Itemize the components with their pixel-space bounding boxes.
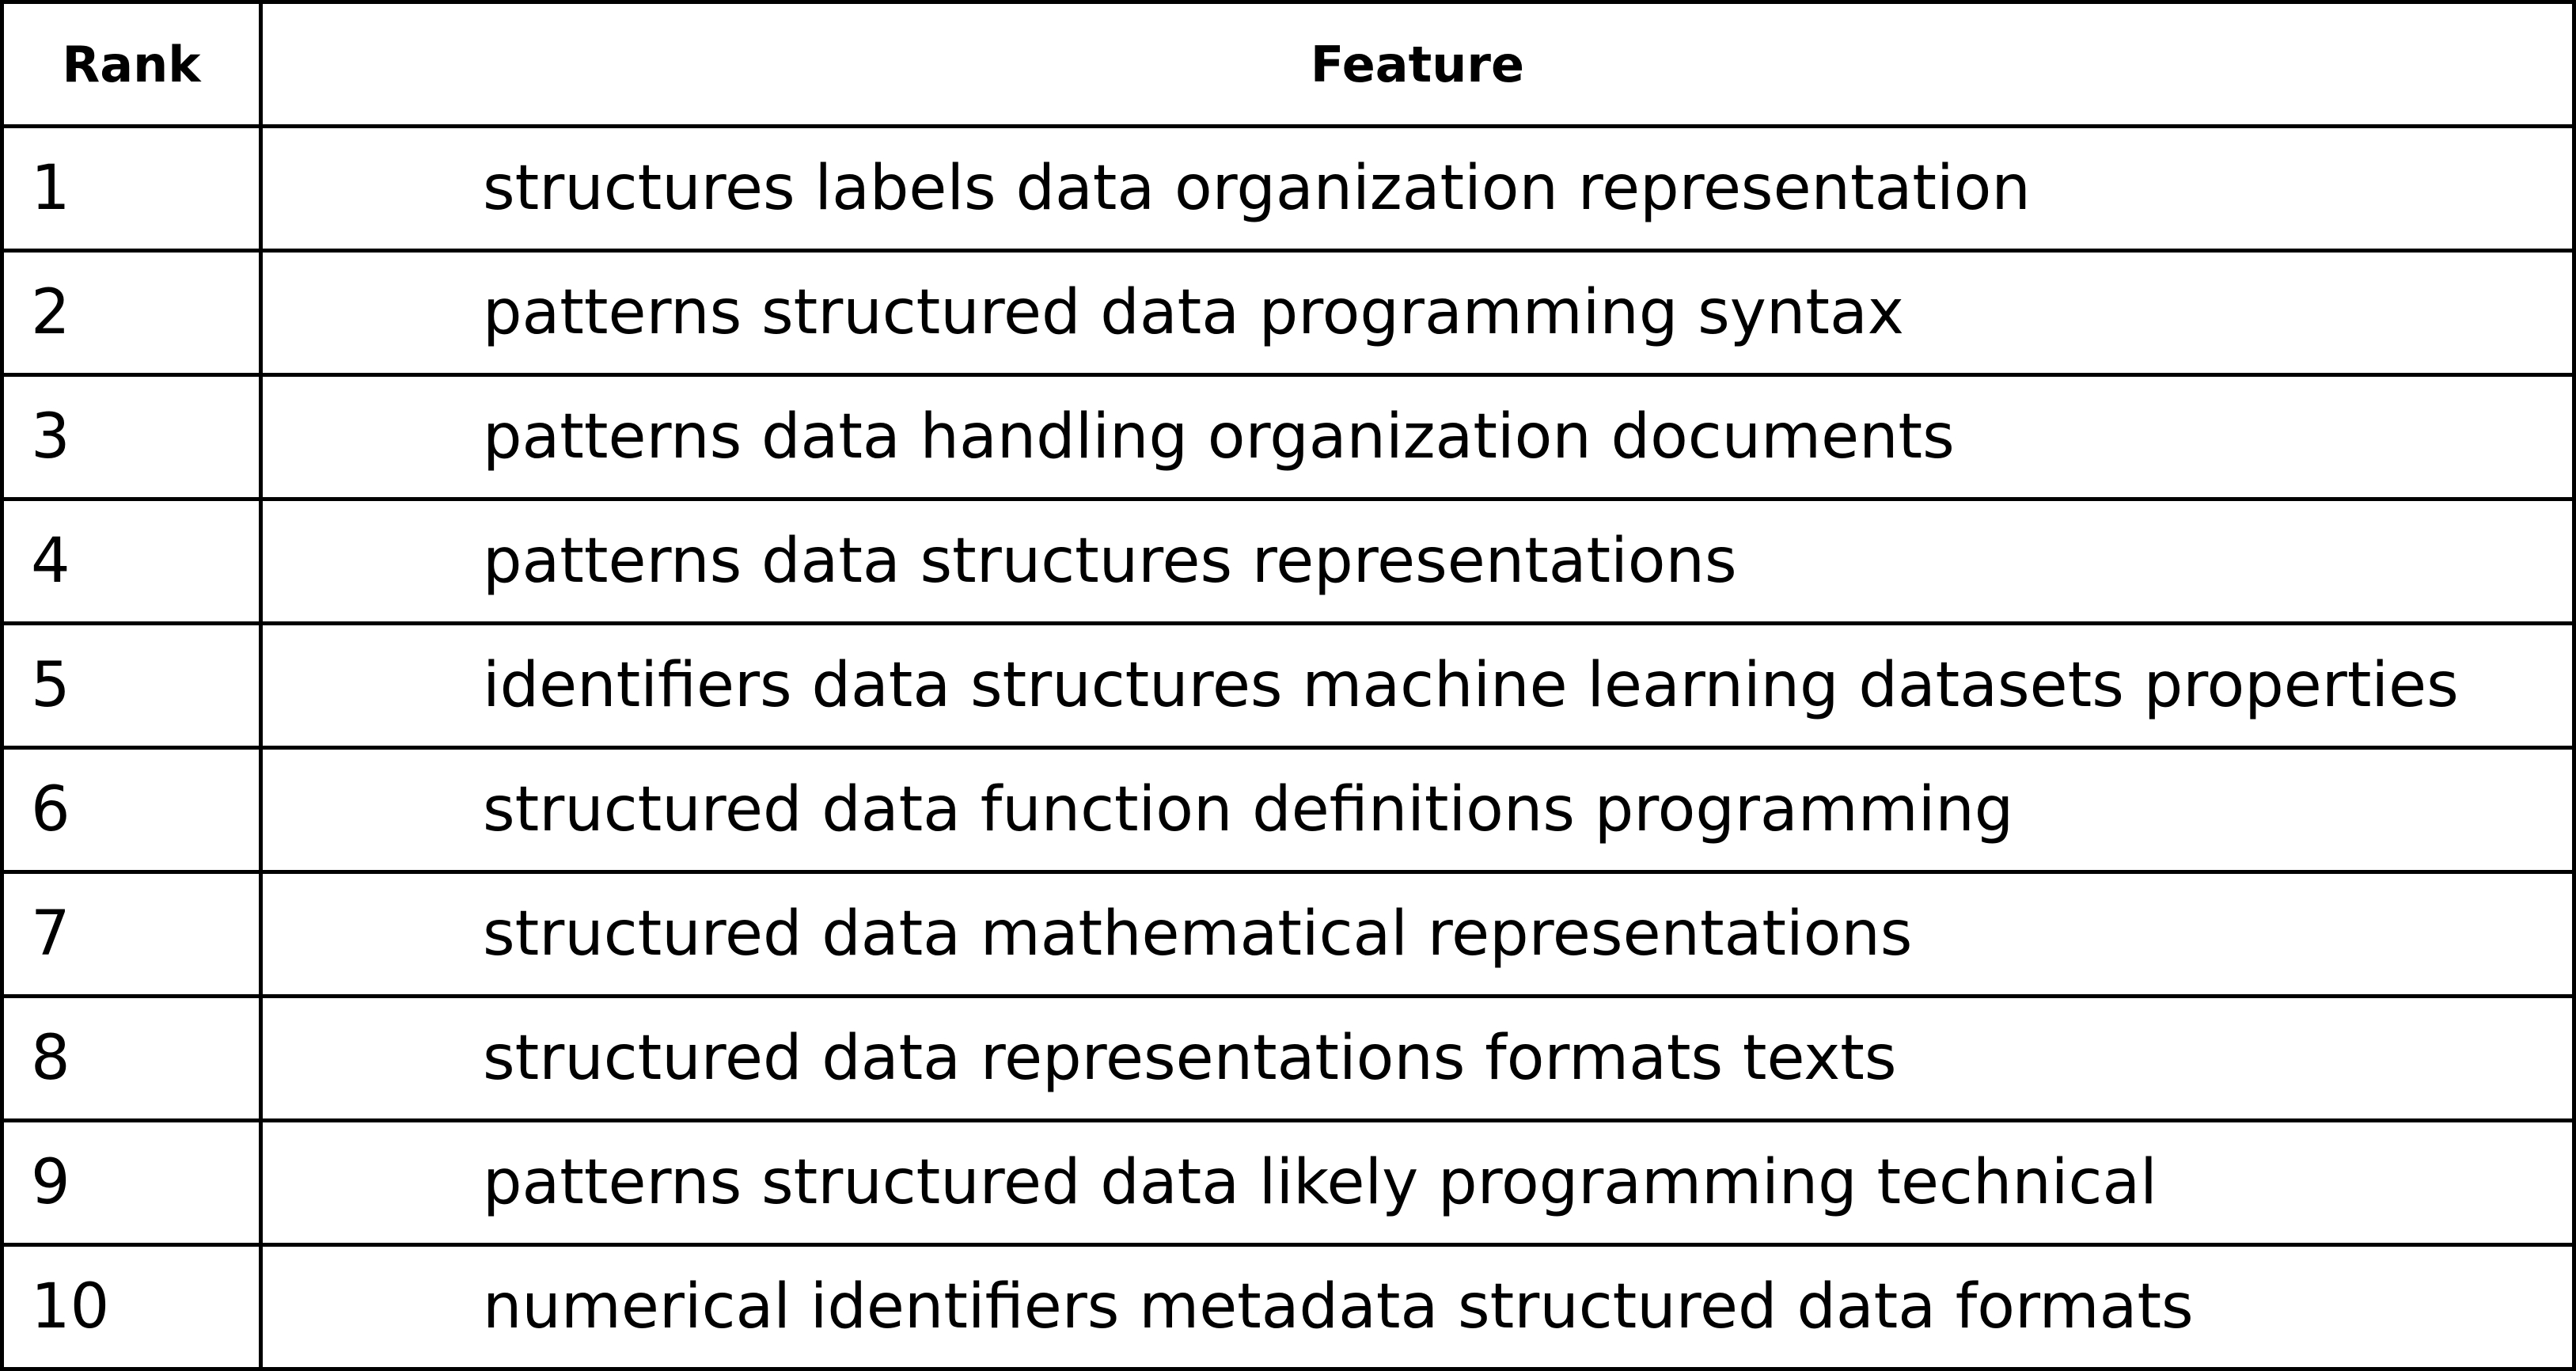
rank-cell: 5 bbox=[0, 621, 263, 750]
feature-cell: structures labels data organization repr… bbox=[259, 124, 2576, 253]
feature-cell: patterns structured data likely programm… bbox=[259, 1118, 2576, 1247]
feature-cell: structured data mathematical representat… bbox=[259, 870, 2576, 998]
rank-cell: 9 bbox=[0, 1118, 263, 1247]
table-row: 5 identifiers data structures machine le… bbox=[0, 621, 2576, 750]
table-row: 8 structured data representations format… bbox=[0, 994, 2576, 1122]
table-row: 7 structured data mathematical represent… bbox=[0, 870, 2576, 998]
rank-cell: 7 bbox=[0, 870, 263, 998]
table-row: 4 patterns data structures representatio… bbox=[0, 497, 2576, 625]
header-row: Rank Feature bbox=[0, 0, 2576, 128]
feature-cell: patterns structured data programming syn… bbox=[259, 249, 2576, 377]
feature-cell: patterns data handling organization docu… bbox=[259, 373, 2576, 501]
feature-cell: numerical identifiers metadata structure… bbox=[259, 1243, 2576, 1371]
rank-cell: 1 bbox=[0, 124, 263, 253]
table-row: 10 numerical identifiers metadata struct… bbox=[0, 1243, 2576, 1371]
rank-cell: 2 bbox=[0, 249, 263, 377]
feature-cell: structured data function definitions pro… bbox=[259, 746, 2576, 874]
table-row: 3 patterns data handling organization do… bbox=[0, 373, 2576, 501]
rank-cell: 4 bbox=[0, 497, 263, 625]
rank-cell: 8 bbox=[0, 994, 263, 1122]
feature-cell: patterns data structures representations bbox=[259, 497, 2576, 625]
rank-cell: 10 bbox=[0, 1243, 263, 1371]
feature-cell: structured data representations formats … bbox=[259, 994, 2576, 1122]
feature-cell: identifiers data structures machine lear… bbox=[259, 621, 2576, 750]
feature-column-header: Feature bbox=[259, 0, 2576, 128]
rank-cell: 3 bbox=[0, 373, 263, 501]
table-row: 9 patterns structured data likely progra… bbox=[0, 1118, 2576, 1247]
rank-column-header: Rank bbox=[0, 0, 263, 128]
table-row: 6 structured data function definitions p… bbox=[0, 746, 2576, 874]
table-row: 1 structures labels data organization re… bbox=[0, 124, 2576, 253]
table-row: 2 patterns structured data programming s… bbox=[0, 249, 2576, 377]
rank-cell: 6 bbox=[0, 746, 263, 874]
